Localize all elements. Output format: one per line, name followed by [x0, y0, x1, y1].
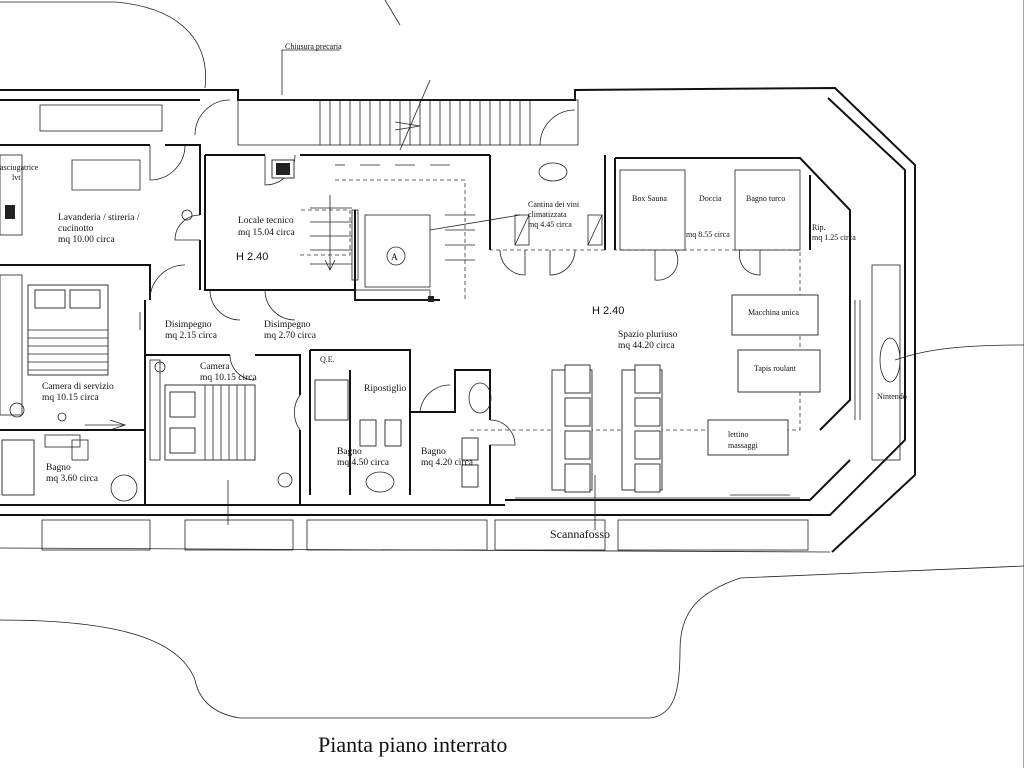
cantina-name: Cantina dei vini [528, 200, 580, 209]
locale-tecnico-height: H 2.40 [236, 251, 268, 263]
bagno-2-area: mq 4.50 circa [337, 458, 390, 468]
scannafosso-label: Scannafosso [550, 527, 610, 541]
lvt-label: lvt [12, 173, 21, 182]
disimpegno-1-area: mq 2.15 circa [165, 331, 218, 341]
box-sauna-name: Box Sauna [632, 194, 667, 203]
doccia-area: mq 8.55 circa [686, 230, 730, 239]
bagno-2-name: Bagno [337, 447, 362, 457]
lettino-label: lettino [728, 430, 748, 439]
lavanderia-area: mq 10.00 circa [58, 235, 116, 245]
labels: Chiusura precaria asciugatrice lvt Lavan… [0, 42, 907, 757]
tapis-label: Tapis roulant [754, 364, 797, 373]
macchina-label: Macchina unica [748, 308, 799, 317]
doccia-name: Doccia [699, 194, 722, 203]
locale-tecnico-name: Locale tecnico [238, 216, 294, 226]
cantina-name-2: climatizzata [528, 210, 567, 219]
lavanderia-name: Lavanderia / stireria / [58, 213, 140, 223]
locale-tecnico-area: mq 15.04 circa [238, 228, 296, 238]
exterior-stair [194, 49, 579, 151]
interior-walls [0, 144, 851, 505]
bagno-3-name: Bagno [421, 447, 446, 457]
bagno-turco-name: Bagno turco [746, 194, 785, 203]
camera-servizio-name: Camera di servizio [42, 382, 114, 392]
asciugatrice-label: asciugatrice [0, 163, 39, 172]
camera-servizio-area: mq 10.15 circa [42, 393, 100, 403]
rip-area: mq 1.25 circa [812, 233, 856, 242]
disimpegno-2-area: mq 2.70 circa [264, 331, 317, 341]
bagno-1-area: mq 3.60 circa [46, 474, 99, 484]
windows [39, 104, 901, 551]
rip-name: Rip. [812, 223, 826, 232]
lettino-label-2: massaggi [728, 441, 759, 450]
nintendo-label: Nintendo [877, 392, 907, 401]
ripostiglio-name: Ripostiglio [364, 384, 406, 394]
camera-area: mq 10.15 circa [200, 373, 258, 383]
lavanderia-name-2: cucinotto [58, 224, 94, 234]
cantina-area: mq 4.45 circa [528, 220, 572, 229]
disimpegno-1-name: Disimpegno [165, 320, 212, 330]
disimpegno-2-name: Disimpegno [264, 320, 311, 330]
plan-caption: Pianta piano interrato [318, 732, 507, 757]
outer-walls [0, 86, 916, 553]
chiusura-label: Chiusura precaria [285, 42, 342, 51]
qe-label: Q.E. [320, 355, 335, 364]
bagno-3-area: mq 4.20 circa [421, 458, 474, 468]
bagno-1-name: Bagno [46, 463, 71, 473]
spazio-area: mq 44.20 circa [618, 341, 676, 351]
spazio-height: H 2.40 [592, 305, 624, 317]
spazio-name: Spazio pluriuso [618, 330, 678, 340]
fixtures [0, 154, 901, 502]
camera-name: Camera [200, 362, 230, 372]
stair-mark: A [391, 253, 398, 263]
